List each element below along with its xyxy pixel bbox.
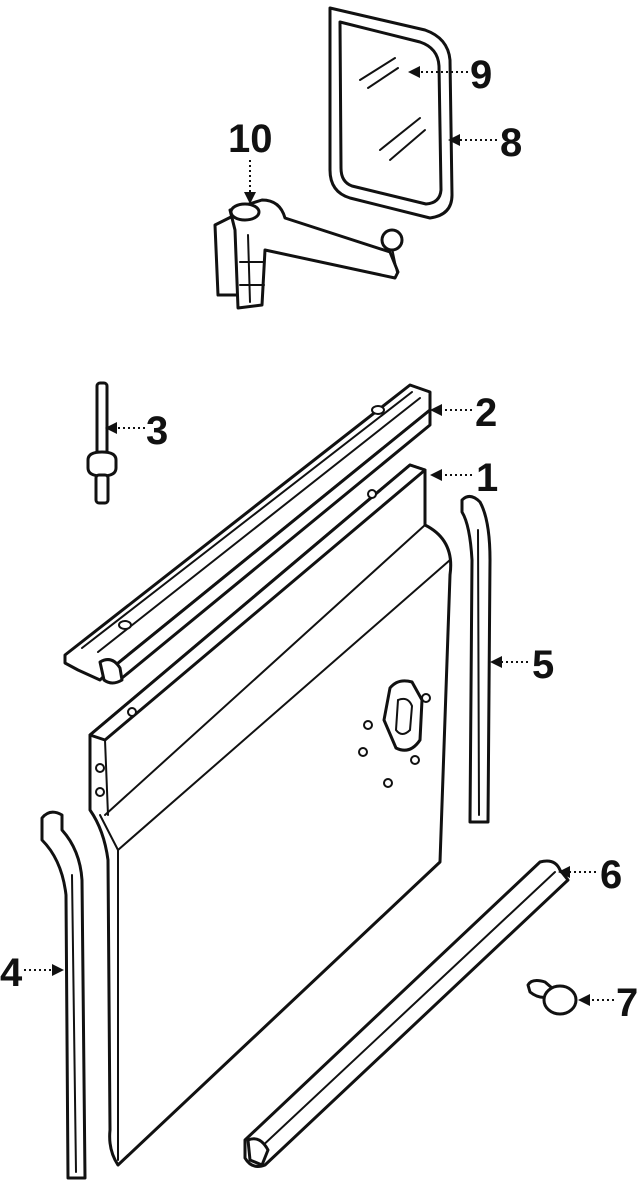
callout-5: 5 [532, 643, 554, 687]
upper-track [63, 383, 432, 685]
door-panel [88, 463, 453, 1167]
push-fastener [526, 979, 578, 1016]
hinge-pin [86, 381, 118, 505]
right-weatherstrip [460, 495, 492, 824]
callout-3: 3 [146, 409, 168, 453]
callout-7: 7 [616, 981, 638, 1025]
mirror-arm [213, 198, 404, 310]
callout-4: 4 [0, 951, 23, 995]
callout-labels: 9 8 10 3 2 1 5 4 6 7 [0, 53, 638, 1025]
lower-seal [243, 859, 570, 1168]
leader-lines [24, 66, 614, 1006]
callout-1: 1 [476, 456, 498, 500]
callout-2: 2 [475, 391, 497, 435]
callout-9: 9 [470, 53, 492, 97]
callout-8: 8 [500, 121, 522, 165]
callout-6: 6 [600, 853, 622, 897]
callout-10: 10 [228, 117, 273, 161]
left-weatherstrip [40, 810, 87, 1180]
mirror-head [328, 6, 454, 220]
